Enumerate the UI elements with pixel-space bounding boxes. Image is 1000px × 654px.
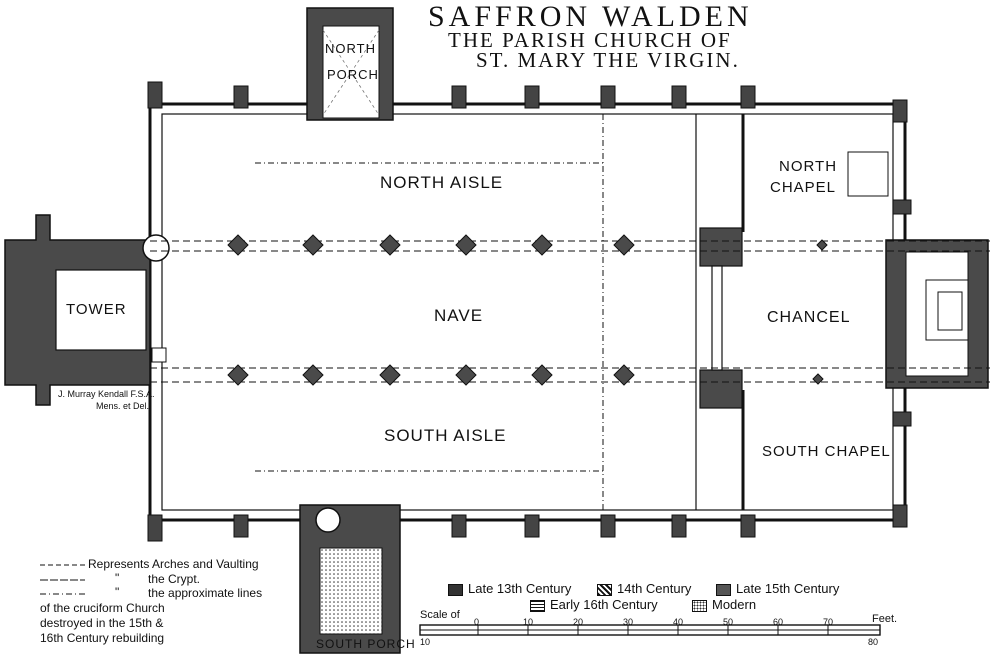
north-chapel-label-1: NORTH: [779, 158, 838, 175]
scale-bar: [419, 624, 881, 636]
legend-early16: Early 16th Century: [550, 597, 658, 612]
nave-piers: [227, 234, 828, 386]
chancel-arch-piers: [699, 227, 743, 409]
scale-tick-4: 30: [623, 617, 634, 627]
chancel-label: CHANCEL: [767, 309, 851, 326]
tower-label: TOWER: [66, 301, 127, 318]
notes-line5: destroyed in the 15th &: [40, 616, 164, 630]
south-porch-label: SOUTH PORCH: [316, 637, 416, 651]
scale-unit: Feet.: [872, 613, 898, 625]
south-aisle-label: SOUTH AISLE: [384, 426, 507, 445]
buttresses: [147, 81, 912, 542]
notes-line6: 16th Century rebuilding: [40, 631, 165, 645]
notes-line2: the Crypt.: [148, 572, 201, 586]
scale-tick-9: 80: [868, 637, 879, 647]
credit-line2: Mens. et Del.: [96, 401, 150, 411]
legend-late13: Late 13th Century: [468, 581, 572, 596]
notes-line4: of the cruciform Church: [40, 601, 165, 615]
scale-tick-5: 40: [673, 617, 684, 627]
title-main: SAFFRON WALDEN: [428, 0, 753, 33]
north-porch-label-1: NORTH: [325, 41, 376, 56]
north-chapel-label-2: CHAPEL: [770, 179, 837, 196]
tower-walls: [4, 214, 170, 406]
legend-modern: Modern: [712, 597, 757, 612]
title-line3: ST. MARY THE VIRGIN.: [476, 48, 740, 72]
scale-tick-0: 10: [420, 637, 431, 647]
legend-swatch-early16: [530, 600, 545, 612]
legend-swatch-14th: [597, 584, 612, 596]
scale-tick-1: 0: [474, 617, 480, 627]
scale-tick-7: 60: [773, 617, 784, 627]
scale-tick-6: 50: [723, 617, 734, 627]
arcade-lines: [150, 162, 990, 472]
notes-ditto-2: ": [115, 585, 120, 599]
legend-swatch-late13: [448, 584, 463, 596]
notes-ditto-1: ": [115, 571, 120, 585]
title-line2: THE PARISH CHURCH OF: [448, 28, 732, 52]
chancel-east-end: [847, 151, 989, 389]
legend-swatch-modern: [692, 600, 707, 612]
south-chapel-label: SOUTH CHAPEL: [762, 443, 891, 460]
legend-late15: Late 15th Century: [736, 581, 840, 596]
north-porch-label-2: PORCH: [327, 67, 379, 82]
scale-tick-3: 20: [573, 617, 584, 627]
legend-14th: 14th Century: [617, 581, 692, 596]
legend-swatch-late15: [716, 584, 731, 596]
north-aisle-label: NORTH AISLE: [380, 173, 504, 192]
north-porch-walls: [306, 7, 394, 121]
notes-key-lines: [40, 564, 85, 595]
scale-label: Scale of: [420, 609, 460, 621]
nave-label: NAVE: [434, 306, 484, 325]
notes-line1: Represents Arches and Vaulting: [88, 557, 259, 571]
notes-line3: the approximate lines: [148, 586, 263, 600]
scale-tick-8: 70: [823, 617, 834, 627]
credit-line1: J. Murray Kendall F.S.A.: [58, 389, 155, 399]
scale-tick-2: 10: [523, 617, 534, 627]
south-porch-walls: [299, 504, 401, 654]
